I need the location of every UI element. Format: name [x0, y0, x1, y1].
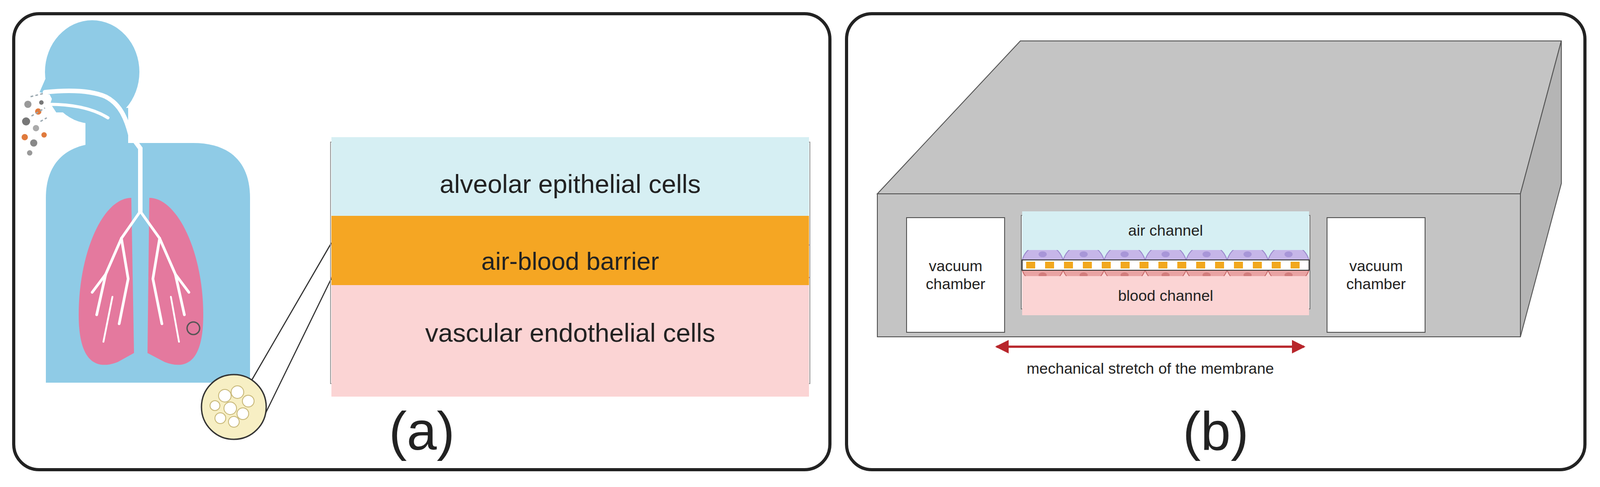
- cell-nucleus: [1038, 251, 1047, 258]
- node-label: alveolar epithelial cells: [439, 169, 701, 200]
- membrane-pore: [1139, 261, 1149, 269]
- membrane-pore: [1082, 261, 1092, 269]
- tissue-band: vascular endothelial cells: [331, 285, 809, 397]
- membrane-pore: [1177, 261, 1187, 269]
- arrow-label: mechanical stretch of the membrane: [1026, 359, 1274, 378]
- node-label: vacuum chamber: [911, 257, 1000, 293]
- membrane-pore: [1290, 261, 1300, 269]
- stretch-arrow: [996, 345, 1305, 349]
- node-label: vascular endothelial cells: [425, 317, 716, 349]
- cell-nucleus: [1243, 251, 1252, 258]
- channel-band: air channel: [1022, 211, 1310, 251]
- particles: [21, 93, 47, 156]
- cell-nucleus: [1284, 251, 1293, 258]
- panel-label: (b): [1182, 399, 1249, 462]
- panel: (b) vacuum chamber air channel blood channe…: [844, 12, 1587, 472]
- lungs: [78, 197, 204, 365]
- membrane-pore: [1120, 261, 1130, 269]
- membrane-pore: [1101, 261, 1111, 269]
- channel-band: blood channel: [1022, 276, 1310, 315]
- membrane-pore: [1063, 261, 1073, 269]
- cell-nucleus: [1120, 251, 1129, 258]
- human-figure: [39, 20, 251, 383]
- node-label: blood channel: [1117, 286, 1214, 305]
- node-label: air-blood barrier: [481, 246, 659, 276]
- membrane-pore: [1045, 261, 1055, 269]
- vacuum-chamber: vacuum chamber: [1326, 217, 1426, 333]
- membrane-pore: [1271, 261, 1281, 269]
- membrane-pore: [1233, 261, 1243, 269]
- membrane-pore: [1196, 261, 1206, 269]
- chip-device: [877, 40, 1562, 337]
- cell-nucleus: [1202, 251, 1211, 258]
- membrane-pore: [1026, 261, 1036, 269]
- panel-label: (a): [388, 399, 456, 462]
- cell-nucleus: [1161, 251, 1170, 258]
- zoom-circle: [201, 242, 332, 440]
- node-label: air channel: [1128, 221, 1203, 240]
- membrane-pore: [1215, 261, 1225, 269]
- node-label: vacuum chamber: [1331, 257, 1421, 293]
- membrane-pore: [1158, 261, 1168, 269]
- porous-membrane: [1022, 259, 1310, 271]
- vacuum-chamber: vacuum chamber: [906, 217, 1006, 333]
- membrane-pore: [1252, 261, 1262, 269]
- cell-nucleus: [1079, 251, 1088, 258]
- panel: (a) alveolar epithelial cells air-blood ba…: [12, 12, 832, 472]
